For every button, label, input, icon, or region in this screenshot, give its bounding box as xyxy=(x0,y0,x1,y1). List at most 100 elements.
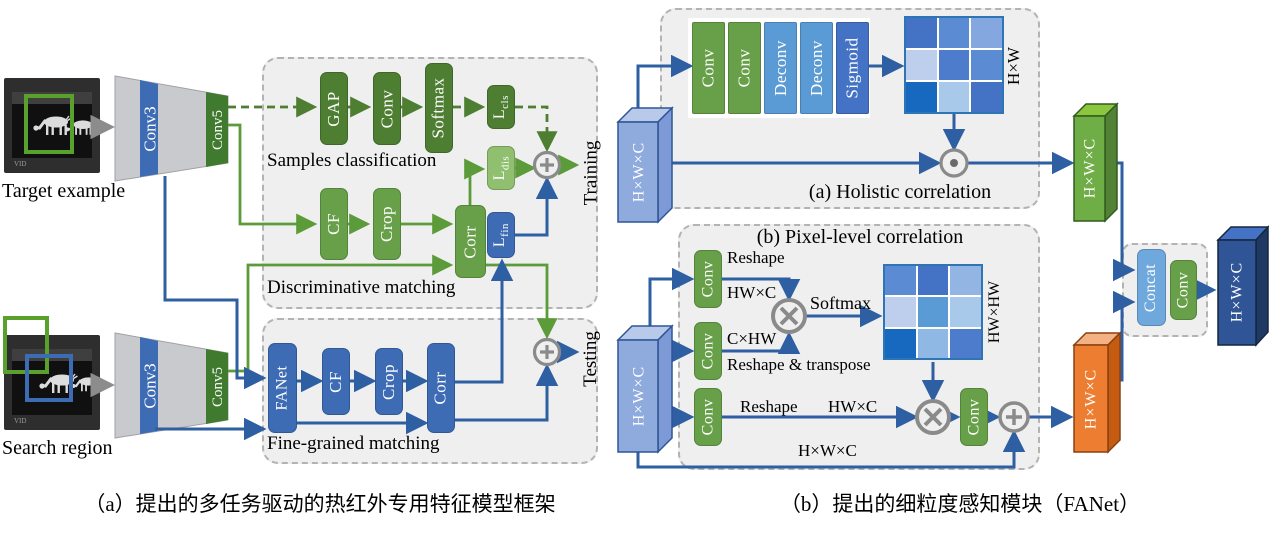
conv3-stripe xyxy=(140,337,158,434)
input-tensor-pixel: H×W×C xyxy=(616,324,674,454)
cls-conv-box: Conv xyxy=(373,72,401,145)
hwxhw-map-label: HW×HW xyxy=(986,280,1003,344)
fanet-box: FANet xyxy=(268,343,297,433)
holistic-correlation-title: (a) Holistic correlation xyxy=(808,181,992,203)
conv3-stripe xyxy=(140,80,158,177)
holistic-layer-deconv1: Deconv xyxy=(764,22,797,114)
search-blue-box xyxy=(25,354,73,402)
heatmap-cell xyxy=(906,50,937,80)
reshape-label-1: Reshape xyxy=(727,248,785,267)
tensor-label: H×W×C xyxy=(1082,138,1099,198)
pixel-conv3-box: Conv xyxy=(694,388,722,446)
target-example-label: Target example xyxy=(2,180,126,202)
heatmap-cell xyxy=(950,297,981,327)
tensor-label: H×W×C xyxy=(1083,369,1100,429)
training-label: Training xyxy=(580,140,602,205)
heatmap-cell xyxy=(971,50,1002,80)
cf-box-discriminative: CF xyxy=(320,188,348,260)
conv5-label: Conv5 xyxy=(210,367,226,407)
matmul-circle-2 xyxy=(915,399,951,435)
vid-watermark-search: VID xyxy=(14,417,27,425)
sum-circle-training xyxy=(532,150,562,180)
gap-box: GAP xyxy=(320,72,348,145)
heatmap-cell xyxy=(885,297,916,327)
softmax-op-label: Softmax xyxy=(810,293,871,313)
heatmap-cell xyxy=(938,82,970,112)
final-output-tensor: H×W×C xyxy=(1216,225,1269,347)
heatmap-cell xyxy=(950,266,981,296)
search-region-label: Search region xyxy=(2,437,113,459)
discriminative-matching-title: Discriminative matching xyxy=(267,277,456,298)
lfin-loss-box: Lfin xyxy=(487,212,515,258)
holistic-attention-map xyxy=(904,16,1004,114)
corr-box-fine: Corr xyxy=(427,343,455,433)
heatmap-cell xyxy=(917,297,949,327)
heatmap-cell xyxy=(906,82,937,112)
heatmap-cell xyxy=(885,266,916,296)
backbone-target: Conv3 Conv5 xyxy=(114,75,229,182)
sum-circle-testing xyxy=(532,337,562,367)
holistic-layer-conv1: Conv xyxy=(692,22,725,114)
pixel-conv2-box: Conv xyxy=(694,322,722,380)
vid-watermark-target: VID xyxy=(14,160,27,168)
heatmap-cell xyxy=(917,266,949,296)
target-bounding-box xyxy=(24,94,74,154)
bypass-dim-label: H×W×C xyxy=(798,441,857,460)
heatmap-cell xyxy=(950,328,981,358)
tensor-label: H×W×C xyxy=(1229,262,1246,322)
cxhw-label: C×HW xyxy=(727,329,777,348)
pixel-conv4-box: Conv xyxy=(960,388,988,446)
search-region-image xyxy=(3,316,102,430)
heatmap-cell xyxy=(971,82,1002,112)
corr-box-discriminative: Corr xyxy=(455,205,486,278)
holistic-layer-sigmoid: Sigmoid xyxy=(836,22,869,114)
pixel-correlation-title: (b) Pixel-level correlation xyxy=(756,226,964,248)
heatmap-cell xyxy=(885,328,916,358)
input-tensor-holistic: H×W×C xyxy=(616,106,674,224)
conv5-stripe xyxy=(206,349,228,424)
testing-label: Testing xyxy=(580,331,602,387)
hwxc-label-1: HW×C xyxy=(727,283,777,302)
caption-framework: （a）提出的多任务驱动的热红外专用特征模型框架 xyxy=(84,492,556,516)
heatmap-cell xyxy=(917,328,949,358)
softmax-box: Softmax xyxy=(425,63,453,153)
cf-box-fine: CF xyxy=(322,348,350,415)
holistic-output-tensor: H×W×C xyxy=(1072,102,1119,223)
backbone-search: Conv3 Conv5 xyxy=(114,332,229,439)
tensor-label: H×W×C xyxy=(631,142,648,202)
heatmap-cell xyxy=(906,18,937,48)
reshape-transpose-label: Reshape & transpose xyxy=(727,355,871,374)
matmul-circle-1 xyxy=(771,298,807,334)
target-example-image xyxy=(4,78,100,173)
heatmap-cell xyxy=(938,50,970,80)
heatmap-cell xyxy=(971,18,1002,48)
hxw-map-label: H×W xyxy=(1004,47,1024,85)
conv3-label: Conv3 xyxy=(141,363,160,408)
elementwise-product-circle xyxy=(939,148,969,178)
samples-classification-title: Samples classification xyxy=(267,150,437,171)
sum-circle-pixel xyxy=(998,401,1030,433)
ldis-loss-box: Ldis xyxy=(487,146,515,190)
conv5-label: Conv5 xyxy=(210,110,226,150)
pixel-output-tensor: H×W×C xyxy=(1072,331,1122,454)
heatmap-cell xyxy=(938,18,970,48)
lcls-loss-box: Lcls xyxy=(487,85,515,129)
crop-box-discriminative: Crop xyxy=(373,188,401,260)
blue-feature-paths xyxy=(155,176,580,441)
fine-grained-matching-title: Fine-grained matching xyxy=(267,433,440,454)
reshape-label-2: Reshape xyxy=(740,397,798,416)
fusion-conv-box: Conv xyxy=(1170,260,1197,320)
fanet-wires xyxy=(636,54,1217,469)
image-input-arrows xyxy=(90,114,115,398)
caption-fanet: （b）提出的细粒度感知模块（FANet） xyxy=(779,492,1141,516)
crop-box-fine: Crop xyxy=(375,348,403,415)
concat-box: Concat xyxy=(1137,249,1166,326)
conv5-stripe xyxy=(206,92,228,167)
tensor-label: H×W×C xyxy=(631,366,648,426)
pixel-conv1-box: Conv xyxy=(694,250,722,308)
conv3-label: Conv3 xyxy=(141,106,160,151)
holistic-layer-conv2: Conv xyxy=(728,22,761,114)
hwxc-label-2: HW×C xyxy=(828,397,878,416)
